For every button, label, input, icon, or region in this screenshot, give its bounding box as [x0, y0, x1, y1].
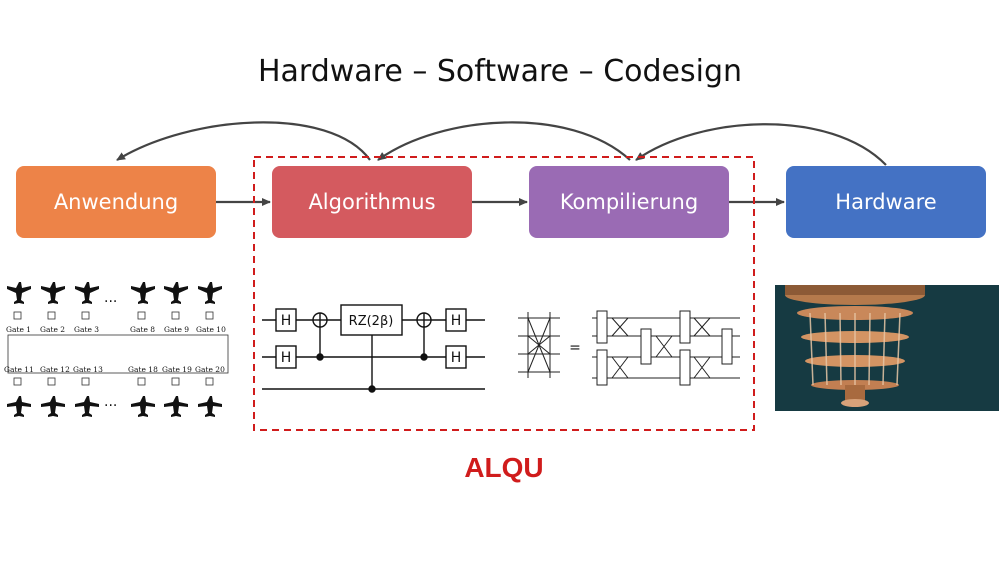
- gate-label: Gate 19: [162, 365, 192, 374]
- gate-labels-bottom: Gate 11 Gate 12 Gate 13 Gate 18 Gate 19 …: [4, 365, 225, 374]
- gate-label: Gate 12: [40, 365, 70, 374]
- h-gate-label: H: [281, 313, 292, 329]
- feedback-arrow-algorithmus-to-anwendung: [116, 121, 371, 161]
- rz-gate-label: RZ(2β): [349, 314, 394, 329]
- alqu-group-border: [253, 156, 755, 431]
- anwendung-label: Anwendung: [53, 190, 179, 214]
- alqu-label: ALQU: [464, 452, 544, 483]
- anwendung-box: Anwendung: [16, 166, 216, 238]
- quantum-circuit: [262, 304, 485, 393]
- gate-label: Gate 20: [195, 365, 225, 374]
- kompilierung-box: Kompilierung: [529, 166, 729, 238]
- kompilierung-label: Kompilierung: [559, 190, 699, 214]
- hardware-label: Hardware: [835, 190, 937, 214]
- ellipsis-bottom: ...: [104, 394, 117, 410]
- gate-label: Gate 8: [130, 325, 155, 334]
- planes-bottom-row: [7, 396, 222, 417]
- algorithmus-box: Algorithmus: [272, 166, 472, 238]
- h-gate-label: H: [451, 350, 462, 366]
- gate-label: Gate 3: [74, 325, 99, 334]
- ellipsis-top: ...: [104, 290, 117, 306]
- gate-labels-top: Gate 1 Gate 2 Gate 3 Gate 8 Gate 9 Gate …: [6, 325, 226, 334]
- gate-label: Gate 11: [4, 365, 34, 374]
- slide-title: Hardware – Software – Codesign: [257, 54, 743, 89]
- gate-label: Gate 2: [40, 325, 65, 334]
- gate-label: Gate 13: [73, 365, 103, 374]
- hardware-box: Hardware: [786, 166, 986, 238]
- swap-network: [518, 310, 740, 386]
- gate-label: Gate 9: [164, 325, 189, 334]
- equals-sign: =: [569, 340, 581, 356]
- feedback-arrow-hardware-to-kompilierung: [635, 123, 887, 166]
- gate-connectors: [13, 311, 214, 386]
- feedback-arrow-kompilierung-to-algorithmus: [377, 121, 631, 161]
- planes-top-row: [7, 282, 222, 304]
- h-gate-label: H: [281, 350, 292, 366]
- h-gate-label: H: [451, 313, 462, 329]
- gate-assignment-diagram: ... Gate 1 Gate 2 Gate 3 Gate 8 Gate 9 G…: [4, 282, 229, 417]
- gate-label: Gate 18: [128, 365, 158, 374]
- quantum-computer-image: [775, 285, 999, 411]
- gate-label: Gate 10: [196, 325, 226, 334]
- gate-label: Gate 1: [6, 325, 31, 334]
- algorithmus-label: Algorithmus: [308, 190, 436, 214]
